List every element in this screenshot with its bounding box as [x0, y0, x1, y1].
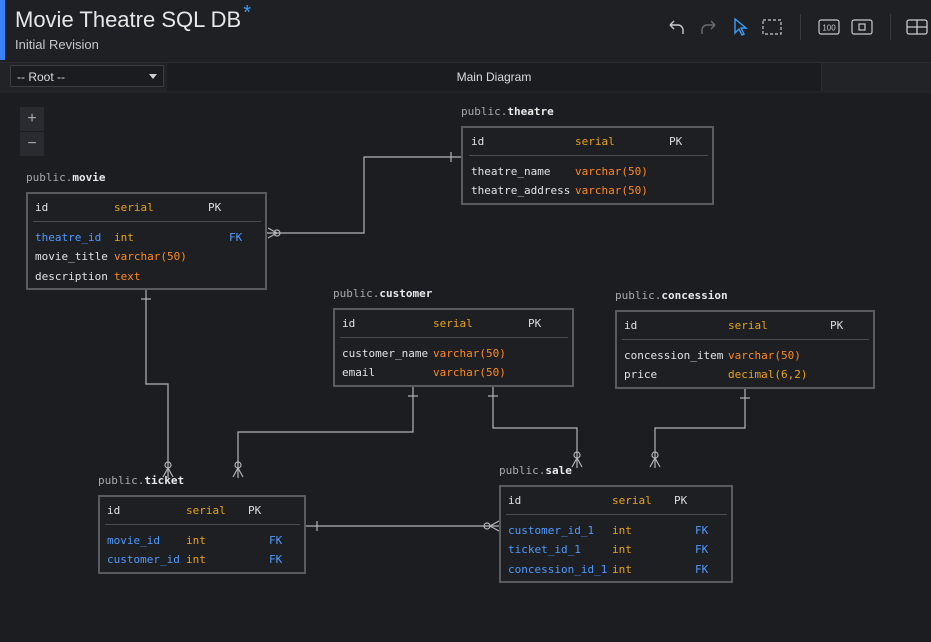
table-caption: public.customer [333, 287, 433, 300]
plus-icon: + [27, 110, 37, 127]
zoom-100-label: 100 [822, 24, 836, 33]
pk-divider [622, 339, 869, 340]
toolbar-divider [800, 14, 801, 40]
pointer-icon [734, 17, 748, 36]
zoom-100-button[interactable]: 100 [817, 14, 841, 40]
redo-icon [701, 20, 716, 34]
table-customer[interactable]: public.customer id serial PK customer_na… [333, 287, 574, 387]
pk-divider [469, 155, 708, 156]
accent-bar [0, 0, 5, 60]
rel-concession-sale [654, 388, 746, 468]
tab-main-diagram[interactable]: Main Diagram [167, 63, 822, 91]
fit-screen-icon [851, 19, 873, 35]
pk-divider [340, 337, 568, 338]
table-box [461, 126, 714, 205]
redo-button[interactable] [697, 14, 721, 40]
layout-button[interactable] [905, 14, 929, 40]
tab-label: Main Diagram [456, 70, 532, 84]
fit-screen-button[interactable] [850, 14, 874, 40]
table-box [333, 308, 574, 387]
table-caption: public.movie [26, 171, 106, 184]
table-caption: public.sale [499, 464, 572, 477]
table-movie[interactable]: public.movie id serial PK theatre_id int… [26, 171, 267, 290]
table-ticket[interactable]: public.ticket id serial PK movie_id int … [98, 474, 306, 574]
table-box [499, 485, 733, 583]
table-caption: public.theatre [461, 105, 554, 118]
title-text: Movie Theatre SQL DB [15, 7, 242, 32]
rel-customer-sale [492, 386, 578, 468]
rel-movie-theatre [266, 156, 462, 234]
root-select[interactable]: -- Root -- [10, 65, 164, 87]
select-tool-button[interactable] [729, 14, 751, 40]
unsaved-marker: * [243, 2, 252, 24]
table-sale[interactable]: public.sale id serial PK customer_id_1 i… [499, 464, 733, 583]
app-header: Movie Theatre SQL DB* Initial Revision 1… [0, 0, 931, 62]
undo-icon [669, 20, 684, 34]
rel-movie-ticket [145, 290, 169, 478]
pk-divider [33, 221, 261, 222]
table-caption: public.ticket [98, 474, 185, 487]
table-caption: public.concession [615, 289, 728, 302]
root-select-value: -- Root -- [17, 70, 65, 84]
layout-grid-icon [906, 19, 928, 35]
table-box [615, 310, 875, 389]
table-theatre[interactable]: public.theatre id serial PK theatre_name… [461, 105, 714, 205]
zoom-100-icon: 100 [818, 19, 840, 35]
pk-divider [506, 514, 727, 515]
undo-button[interactable] [664, 14, 688, 40]
pk-divider [105, 524, 300, 525]
toolbar-divider-2 [890, 14, 891, 40]
table-box [98, 495, 306, 574]
diagram-title[interactable]: Movie Theatre SQL DB* [15, 2, 251, 33]
minus-icon: − [27, 135, 37, 152]
rel-customer-ticket [237, 386, 414, 478]
marquee-tool-button[interactable] [760, 14, 784, 40]
chevron-down-icon [149, 74, 157, 79]
zoom-in-button[interactable]: + [20, 107, 44, 131]
zoom-out-button[interactable]: − [20, 132, 44, 156]
table-box [26, 192, 267, 290]
marquee-select-icon [762, 19, 782, 35]
table-concession[interactable]: public.concession id serial PK concessio… [615, 289, 875, 389]
revision-label: Initial Revision [15, 37, 99, 52]
